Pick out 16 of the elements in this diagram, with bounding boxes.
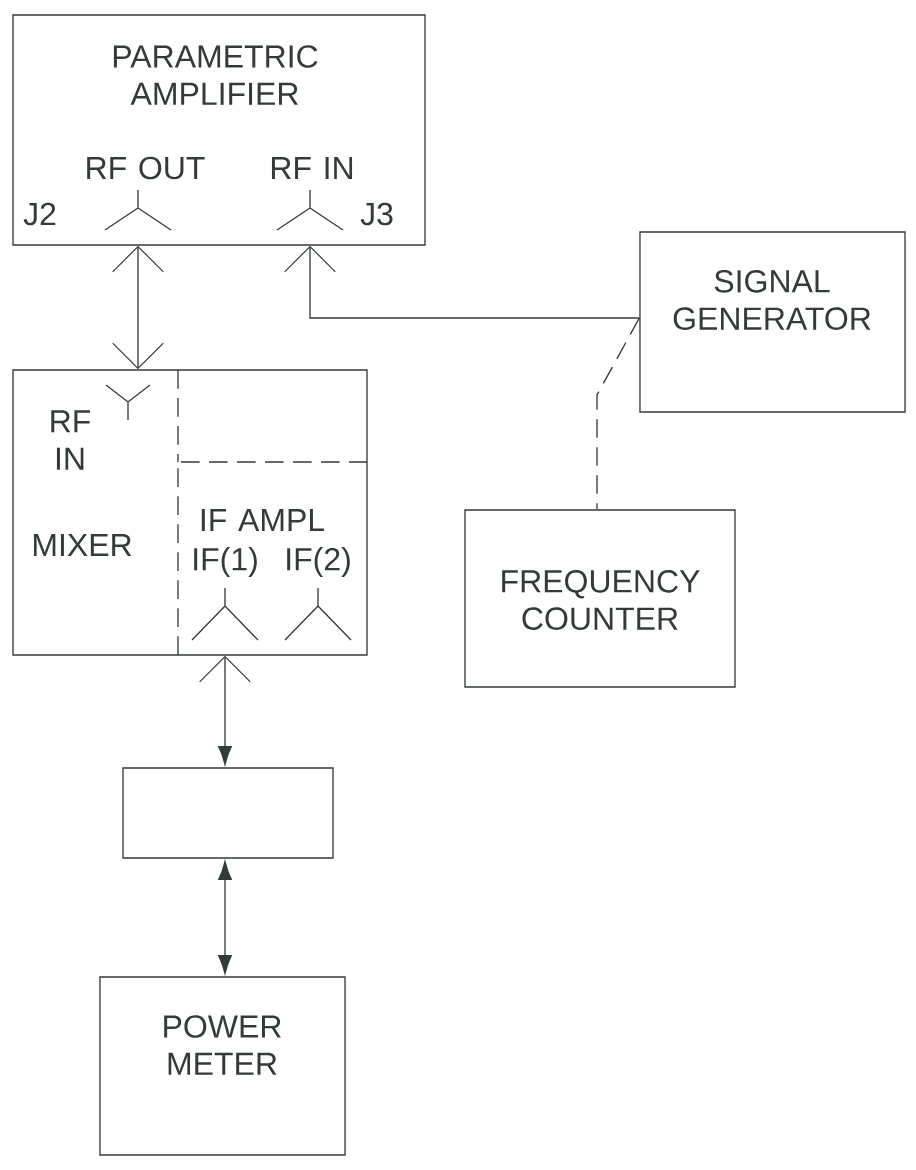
arrow: [199, 655, 251, 765]
port-label: IF(2): [287, 547, 350, 577]
port-label: IF(1): [194, 547, 257, 577]
arrow: [112, 245, 164, 370]
arrow: [284, 245, 640, 319]
instrument-box: [122, 767, 334, 859]
arrow: [218, 861, 232, 975]
port-label: J3: [360, 202, 393, 226]
instrument-box: FREQUENCY COUNTER: [464, 509, 736, 688]
box-title: MIXER: [33, 534, 132, 556]
port-label: RF IN: [271, 157, 353, 179]
port-label: RF IN: [51, 410, 91, 470]
port-label: J2: [23, 202, 56, 226]
instrument-box: POWER METER: [99, 976, 346, 1156]
instrument-box: SIGNAL GENERATOR: [639, 231, 906, 413]
port-label: RF OUT: [87, 156, 205, 180]
